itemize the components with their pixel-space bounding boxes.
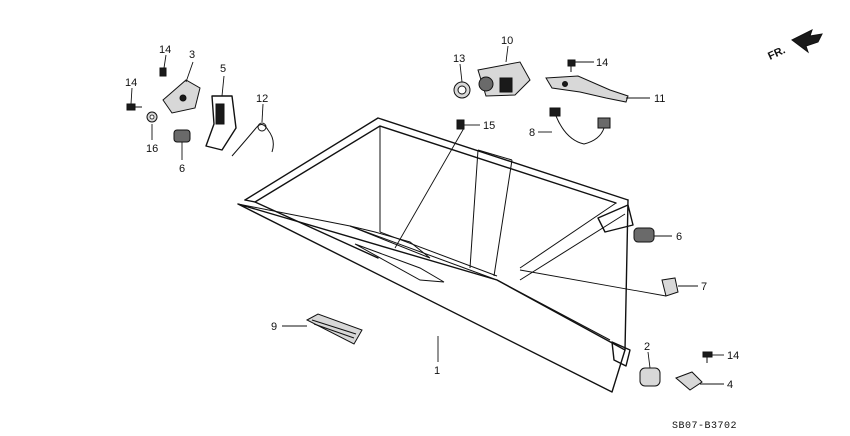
screw-top-right [567, 59, 576, 72]
callout-10: 10 [501, 35, 513, 47]
callout-13: 13 [453, 53, 465, 65]
latch-rod-hole [562, 81, 568, 87]
callout-14-top-left: 14 [159, 44, 171, 56]
damper-left [173, 129, 191, 143]
spring [231, 124, 274, 157]
cap [639, 367, 661, 387]
callout-6-left: 6 [179, 163, 185, 175]
screw-bottom-right [702, 351, 713, 363]
callout-8: 8 [529, 127, 535, 139]
callout-16: 16 [146, 143, 158, 155]
callout-5: 5 [220, 63, 226, 75]
bracket-plate-hole [179, 94, 187, 102]
switch-harness [549, 107, 611, 145]
clip [456, 119, 465, 130]
lamp-lens [305, 313, 363, 345]
screw-top-left [159, 67, 167, 77]
callout-6-right: 6 [676, 231, 682, 243]
callout-2: 2 [644, 341, 650, 353]
washer-hole [149, 114, 155, 120]
hinge-arm [205, 95, 237, 151]
callout-11: 11 [654, 93, 665, 105]
callout-14-top-right: 14 [596, 57, 608, 69]
callout-1: 1 [434, 365, 440, 377]
front-direction-arrow: FR. [766, 29, 823, 63]
callout-numbers: 14 3 5 14 12 16 6 13 10 14 11 8 15 6 7 9… [125, 35, 739, 391]
diagram-code: SB07-B3702 [672, 421, 737, 432]
lock-cylinder [477, 61, 531, 97]
damper-right [633, 227, 655, 243]
callout-12: 12 [256, 93, 268, 105]
screw-left [126, 103, 142, 111]
callout-9: 9 [271, 321, 277, 333]
spring-coil [257, 122, 267, 132]
callout-14-left: 14 [125, 77, 137, 89]
hinge-arm-slot [215, 103, 225, 125]
callout-7: 7 [701, 281, 707, 293]
glove-box-body [237, 117, 634, 393]
cushion [675, 371, 703, 391]
stopper [661, 277, 679, 297]
callout-4: 4 [727, 379, 733, 391]
callout-15: 15 [483, 120, 495, 132]
callout-14-bottom-right: 14 [727, 350, 739, 362]
leader-lines [130, 45, 724, 385]
latch-rod [545, 75, 629, 103]
callout-3: 3 [189, 49, 195, 61]
lock-bezel-inner [457, 85, 467, 95]
direction-label: FR. [766, 44, 787, 62]
